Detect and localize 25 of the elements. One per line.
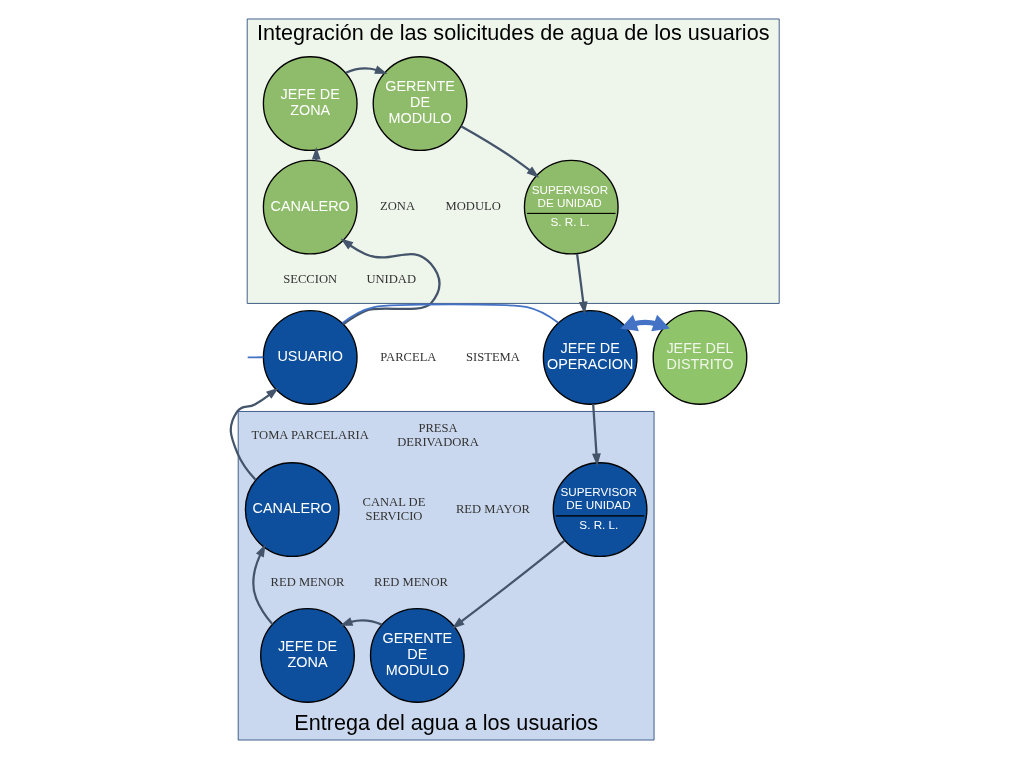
label: RED MENOR [373,574,448,589]
connector [340,303,559,324]
label: PARCELA [379,349,436,364]
arrow [591,404,601,467]
node-circle: JEFE DE ZONA [262,56,358,152]
label: SECCION [282,272,337,287]
arrow [339,617,382,626]
arrow [344,65,388,74]
arrow [340,238,441,326]
connector [246,356,264,359]
arrow [251,544,273,626]
label: RED MAYOR [455,501,530,516]
arrow [451,539,565,629]
label: SISTEMA [465,349,520,364]
label: CANAL DE SERVICIO [362,495,425,523]
label: UNIDAD [365,272,416,287]
label: TOMA PARCELARIA [251,428,369,443]
arrow [619,314,670,332]
arrow [460,125,539,178]
arrow [229,387,279,481]
label: RED MENOR [270,574,344,589]
label: PRESA DERIVADORA [396,421,479,449]
arrow [575,253,588,315]
label: ZONA [379,199,415,214]
label: MODULO [445,199,501,214]
